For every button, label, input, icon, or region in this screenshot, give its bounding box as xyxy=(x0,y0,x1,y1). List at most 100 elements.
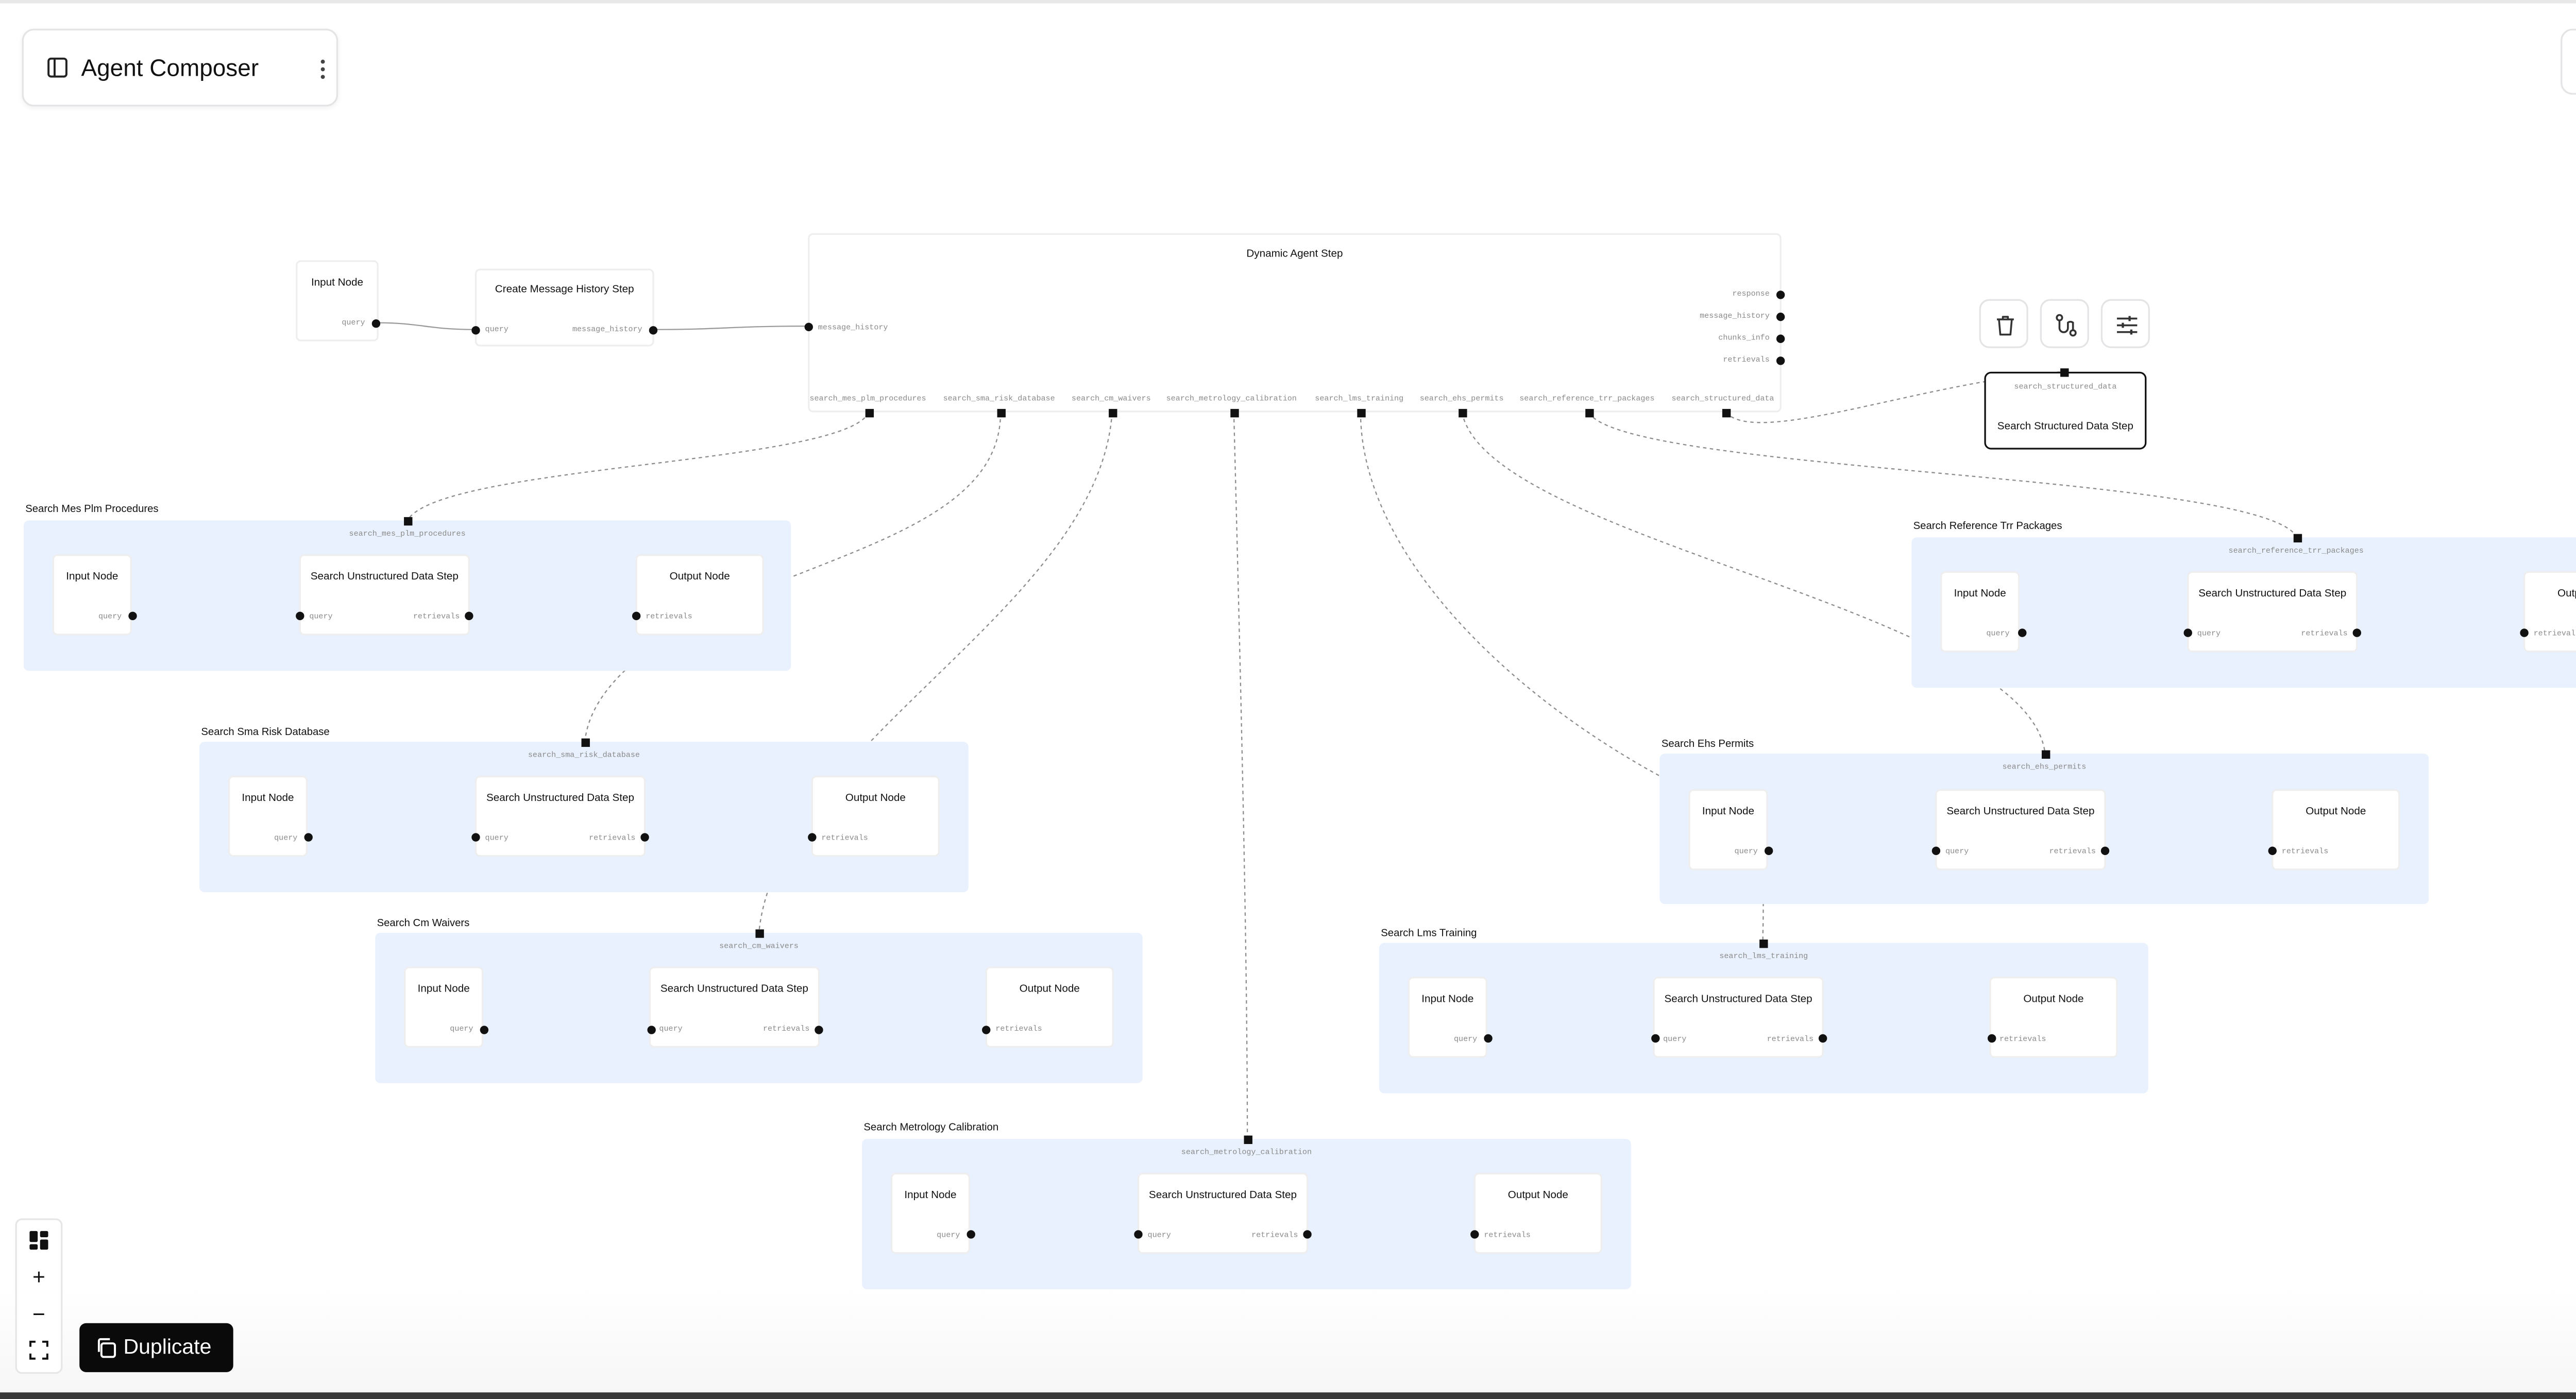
port-handle[interactable] xyxy=(464,610,472,620)
port-handle[interactable] xyxy=(470,832,480,841)
port-handle[interactable] xyxy=(803,321,812,331)
port-handle[interactable] xyxy=(303,832,312,841)
add-node-button[interactable]: + xyxy=(2561,28,2576,95)
port-label: query xyxy=(98,613,122,622)
port-handle[interactable] xyxy=(2100,845,2109,855)
port-handle[interactable] xyxy=(1469,1229,1478,1238)
output-node[interactable]: Output Node retrievals xyxy=(985,966,1114,1048)
tool-handle[interactable] xyxy=(1584,408,1593,417)
sidebar-toggle-icon[interactable] xyxy=(47,57,67,78)
subagent-group[interactable]: search_sma_risk_database Input Node quer… xyxy=(199,742,969,893)
layout-button[interactable] xyxy=(17,1223,61,1259)
tool-handle[interactable] xyxy=(1458,408,1466,417)
delete-node-button[interactable] xyxy=(1979,299,2028,348)
port-handle[interactable] xyxy=(1818,1033,1826,1042)
tool-handle[interactable] xyxy=(865,408,873,417)
port-handle[interactable] xyxy=(1775,289,1784,299)
message-history-node[interactable]: Create Message History Step query messag… xyxy=(474,268,654,347)
search-step-node[interactable]: Search Unstructured Data Step query retr… xyxy=(649,966,820,1048)
route-button[interactable] xyxy=(2040,299,2089,348)
port-handle[interactable] xyxy=(371,318,380,327)
port-handle[interactable] xyxy=(639,832,649,841)
group-handle[interactable] xyxy=(580,737,589,746)
group-handle[interactable] xyxy=(1758,939,1767,947)
search-step-node[interactable]: Search Unstructured Data Step query retr… xyxy=(299,554,470,636)
tool-handle[interactable] xyxy=(1721,408,1730,417)
port-handle[interactable] xyxy=(631,610,640,620)
port-handle[interactable] xyxy=(295,610,303,620)
port-handle[interactable] xyxy=(2182,627,2192,637)
port-handle[interactable] xyxy=(1775,355,1784,364)
node-settings-button[interactable] xyxy=(2100,299,2150,348)
port-handle[interactable] xyxy=(2519,627,2528,637)
tool-handle[interactable] xyxy=(2059,367,2068,376)
output-node[interactable]: Output Node retrievals xyxy=(1473,1172,1603,1254)
top-input-node[interactable]: Input Node query xyxy=(296,260,379,342)
search-step-node[interactable]: Search Unstructured Data Step query retr… xyxy=(1653,977,1824,1058)
output-node[interactable]: Output Node retrievals xyxy=(635,554,764,636)
group-title: Search Reference Trr Packages xyxy=(1913,520,2062,533)
tool-handle[interactable] xyxy=(996,408,1005,417)
tool-handle[interactable] xyxy=(1108,408,1116,417)
input-node[interactable]: Input Node query xyxy=(1940,571,2020,653)
group-handle[interactable] xyxy=(1243,1134,1252,1144)
dynamic-agent-node[interactable]: Dynamic Agent Step message_history respo… xyxy=(808,233,1782,413)
port-handle[interactable] xyxy=(479,1025,488,1034)
port-handle[interactable] xyxy=(981,1025,990,1034)
port-handle[interactable] xyxy=(1987,1033,1995,1042)
input-node[interactable]: Input Node query xyxy=(1408,977,1487,1058)
structured-data-node[interactable]: search_structured_data Search Structured… xyxy=(1984,371,2147,450)
port-handle[interactable] xyxy=(1775,312,1784,320)
port-handle[interactable] xyxy=(1931,845,1940,855)
duplicate-button[interactable]: Duplicate xyxy=(79,1323,233,1372)
group-handle[interactable] xyxy=(2293,533,2301,542)
group-handle[interactable] xyxy=(2041,749,2049,758)
search-step-node[interactable]: Search Unstructured Data Step query retr… xyxy=(1935,789,2106,871)
port-handle[interactable] xyxy=(2351,627,2361,637)
more-vertical-icon[interactable] xyxy=(311,56,335,82)
subagent-group[interactable]: search_lms_training Input Node query Sea… xyxy=(1379,943,2148,1094)
subagent-group[interactable]: search_metrology_calibration Input Node … xyxy=(862,1139,1631,1290)
tool-handle[interactable] xyxy=(1356,408,1365,417)
tool-handle[interactable] xyxy=(1229,408,1239,417)
port-handle[interactable] xyxy=(646,1025,655,1034)
group-handle[interactable] xyxy=(403,516,412,525)
search-step-node[interactable]: Search Unstructured Data Step query retr… xyxy=(2187,571,2358,653)
zoom-in-button[interactable]: + xyxy=(32,1264,45,1290)
port-label: query xyxy=(937,1232,960,1240)
port-handle[interactable] xyxy=(1775,333,1784,343)
port-handle[interactable] xyxy=(1302,1229,1311,1238)
fit-view-button[interactable] xyxy=(17,1333,61,1369)
port-handle[interactable] xyxy=(648,325,657,334)
input-node[interactable]: Input Node query xyxy=(404,966,484,1048)
copy-icon xyxy=(97,1338,116,1358)
port-handle[interactable] xyxy=(814,1025,823,1034)
subagent-group[interactable]: search_mes_plm_procedures Input Node que… xyxy=(23,520,791,671)
port-handle[interactable] xyxy=(807,832,816,841)
zoom-out-button[interactable]: − xyxy=(32,1301,45,1327)
input-node[interactable]: Input Node query xyxy=(52,554,132,636)
output-node[interactable]: Output Node retrievals xyxy=(2523,571,2576,653)
input-node[interactable]: Input Node query xyxy=(890,1172,971,1254)
port-handle[interactable] xyxy=(2017,627,2026,637)
port-handle[interactable] xyxy=(1650,1033,1659,1042)
port-handle[interactable] xyxy=(1483,1033,1492,1042)
output-node[interactable]: Output Node retrievals xyxy=(1989,977,2118,1058)
port-handle[interactable] xyxy=(470,325,480,334)
input-node[interactable]: Input Node query xyxy=(1688,789,1768,871)
output-node[interactable]: Output Node retrievals xyxy=(811,775,940,857)
port-handle[interactable] xyxy=(2267,845,2276,855)
subagent-group[interactable]: search_cm_waivers Input Node query Searc… xyxy=(375,932,1143,1083)
port-handle[interactable] xyxy=(127,610,137,620)
group-handle[interactable] xyxy=(754,928,764,937)
subagent-group[interactable]: search_reference_trr_packages Input Node… xyxy=(1911,537,2576,688)
port-handle[interactable] xyxy=(1133,1229,1142,1238)
search-step-node[interactable]: Search Unstructured Data Step query retr… xyxy=(1137,1172,1309,1254)
input-node[interactable]: Input Node query xyxy=(228,775,308,857)
output-node[interactable]: Output Node retrievals xyxy=(2272,789,2400,871)
port-handle[interactable] xyxy=(965,1229,975,1238)
search-step-node[interactable]: Search Unstructured Data Step query retr… xyxy=(474,775,646,857)
port-handle[interactable] xyxy=(1764,845,1772,855)
subagent-group[interactable]: search_ehs_permits Input Node query Sear… xyxy=(1659,754,2429,905)
